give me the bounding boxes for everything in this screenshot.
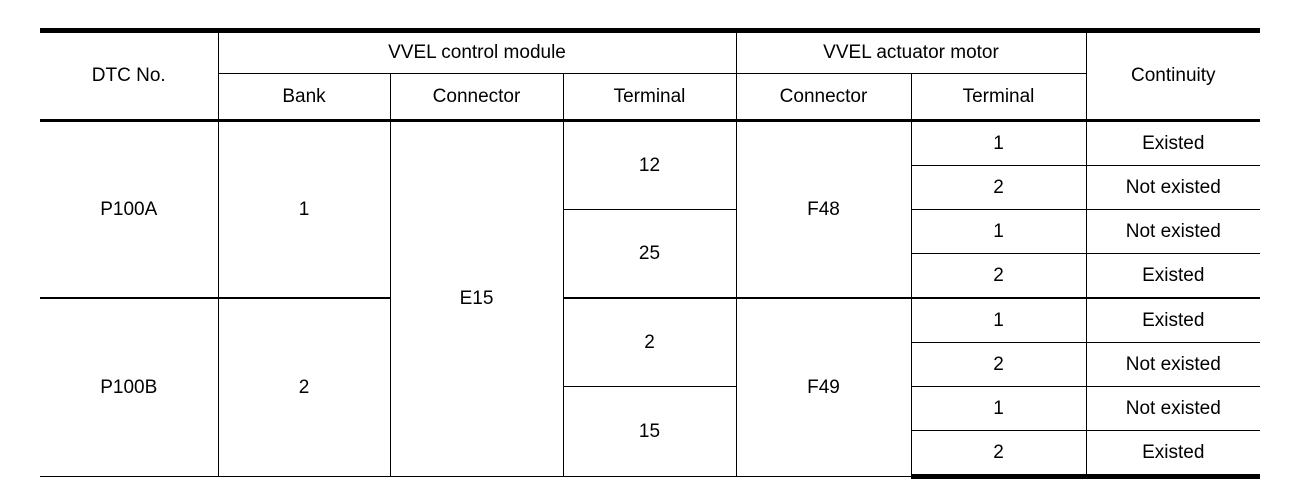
cell-cm-terminal: 15 [563, 386, 737, 477]
cell-cm-terminal: 25 [563, 209, 737, 299]
cell-continuity: Not existed [1085, 165, 1261, 210]
cell-dtc-no: P100B [40, 297, 219, 477]
cell-cm-connector: E15 [389, 119, 564, 477]
cell-am-terminal: 1 [910, 209, 1087, 254]
header-group-row: DTC No. VVEL control module VVEL actuato… [40, 28, 1261, 121]
header-dtc-no: DTC No. [40, 28, 219, 121]
header-vvel-control-module: VVEL control module [217, 28, 737, 74]
cell-am-terminal: 2 [911, 342, 1087, 387]
header-cm-terminal: Terminal [562, 73, 737, 121]
header-cm-connector: Connector [389, 73, 564, 121]
cell-cm-bank: 1 [217, 119, 391, 299]
cell-continuity: Existed [1085, 253, 1261, 299]
cell-continuity: Existed [1085, 430, 1261, 479]
cell-cm-terminal: 12 [562, 119, 737, 210]
header-am-terminal: Terminal [910, 73, 1087, 121]
cell-am-terminal: 2 [911, 165, 1087, 210]
cell-continuity: Not existed [1085, 209, 1261, 254]
dtc-continuity-table: DTC No. VVEL control module VVEL actuato… [40, 28, 1261, 479]
cell-am-terminal: 2 [911, 430, 1087, 479]
cell-am-terminal: 1 [910, 119, 1087, 166]
cell-continuity: Existed [1085, 297, 1261, 343]
table-header: DTC No. VVEL control module VVEL actuato… [40, 28, 1261, 121]
header-sub-row: Bank Connector Terminal Connector Termin… [40, 73, 1260, 121]
cell-continuity: Not existed [1085, 342, 1261, 387]
cell-cm-bank: 2 [217, 297, 391, 477]
cell-dtc-no: P100A [40, 119, 219, 299]
cell-am-terminal: 1 [910, 297, 1087, 343]
cell-am-terminal: 1 [910, 386, 1087, 431]
header-cm-bank: Bank [218, 73, 391, 121]
header-am-connector: Connector [735, 73, 912, 121]
header-vvel-actuator-motor: VVEL actuator motor [735, 28, 1087, 74]
header-continuity: Continuity [1085, 28, 1261, 121]
cell-am-connector: F49 [735, 297, 912, 477]
cell-am-terminal: 2 [911, 253, 1087, 299]
cell-continuity: Not existed [1085, 386, 1261, 431]
cell-am-connector: F48 [735, 119, 912, 299]
cell-continuity: Existed [1085, 119, 1261, 166]
dtc-continuity-table-wrapper: DTC No. VVEL control module VVEL actuato… [40, 28, 1261, 479]
cell-cm-terminal: 2 [562, 297, 737, 387]
